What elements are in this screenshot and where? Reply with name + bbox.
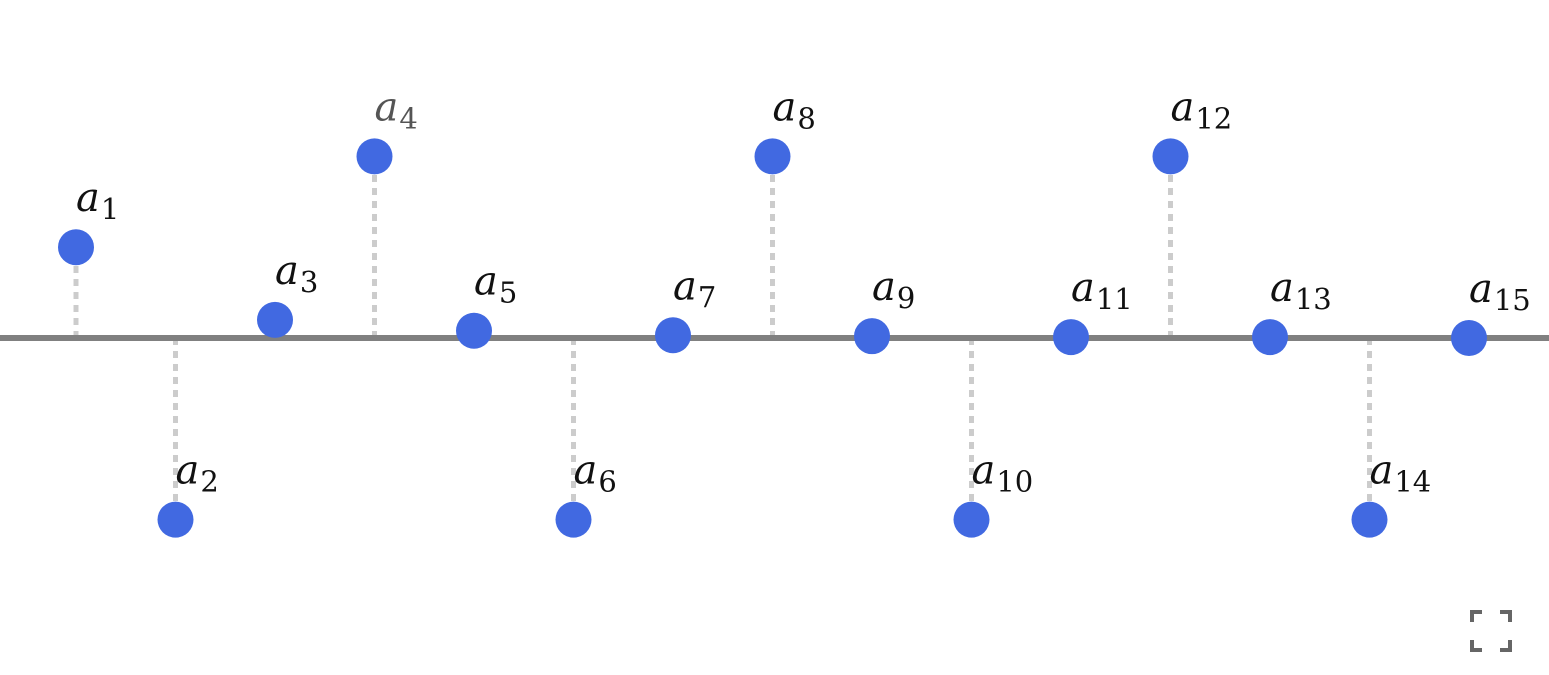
point-label-base: a <box>1469 266 1493 312</box>
point-marker <box>1252 319 1288 356</box>
point-label-base: a <box>1270 265 1294 311</box>
points <box>58 138 1487 538</box>
point-marker <box>1152 138 1189 175</box>
point-label-subscript: 4 <box>399 101 417 135</box>
point-label-subscript: 6 <box>598 465 616 499</box>
point-marker <box>754 138 791 175</box>
point-label-subscript: 7 <box>698 280 716 314</box>
point-label: a4 <box>375 84 418 135</box>
point-marker <box>1351 501 1388 538</box>
point-label-base: a <box>1370 448 1394 494</box>
point-marker <box>58 229 94 266</box>
point-label-subscript: 2 <box>200 465 218 499</box>
point-marker <box>1451 320 1487 356</box>
drop-lines <box>73 156 1372 520</box>
point-label-base: a <box>176 448 200 494</box>
point-marker <box>854 318 890 355</box>
point-label: a7 <box>673 263 716 314</box>
point-label: a8 <box>773 84 816 135</box>
point-label-base: a <box>972 448 996 494</box>
point-label-subscript: 14 <box>1394 465 1431 499</box>
point-marker <box>257 301 293 338</box>
point-label: a11 <box>1071 265 1133 316</box>
point-label-base: a <box>375 84 399 130</box>
point-label-subscript: 8 <box>797 101 815 135</box>
point-marker <box>456 312 492 349</box>
point-label: a15 <box>1469 266 1531 317</box>
point-marker <box>157 501 194 538</box>
point-label: a6 <box>574 448 617 499</box>
point-marker <box>1053 319 1089 356</box>
point-label: a9 <box>872 264 915 315</box>
point-label: a13 <box>1270 265 1332 316</box>
point-label-base: a <box>872 264 896 310</box>
point-label-subscript: 10 <box>996 465 1033 499</box>
point-label-subscript: 3 <box>300 265 318 299</box>
point-label: a10 <box>972 448 1034 499</box>
point-label-base: a <box>1171 84 1195 130</box>
point-label: a14 <box>1370 448 1432 499</box>
point-label-base: a <box>1071 265 1095 311</box>
point-label-subscript: 1 <box>101 192 119 226</box>
point-label-subscript: 9 <box>897 281 915 315</box>
point-label: a12 <box>1171 84 1233 135</box>
point-label-base: a <box>574 448 598 494</box>
point-label: a2 <box>176 448 219 499</box>
point-label-base: a <box>673 263 697 309</box>
point-label: a5 <box>474 259 517 310</box>
point-label-base: a <box>275 248 299 294</box>
point-label-base: a <box>773 84 797 130</box>
fullscreen-button[interactable] <box>1468 608 1514 654</box>
point-label-subscript: 12 <box>1195 101 1232 135</box>
point-marker <box>555 501 592 538</box>
point-label-subscript: 13 <box>1295 282 1332 316</box>
point-label-base: a <box>474 259 498 305</box>
point-label-subscript: 5 <box>499 276 517 310</box>
point-marker <box>356 138 393 175</box>
point-label-subscript: 15 <box>1494 283 1531 317</box>
point-label: a1 <box>76 175 119 226</box>
point-label: a3 <box>275 248 318 299</box>
point-label-subscript: 11 <box>1096 282 1133 316</box>
point-marker <box>655 317 691 354</box>
fullscreen-icon <box>1470 610 1512 652</box>
point-label-base: a <box>76 175 100 221</box>
point-marker <box>953 501 990 538</box>
